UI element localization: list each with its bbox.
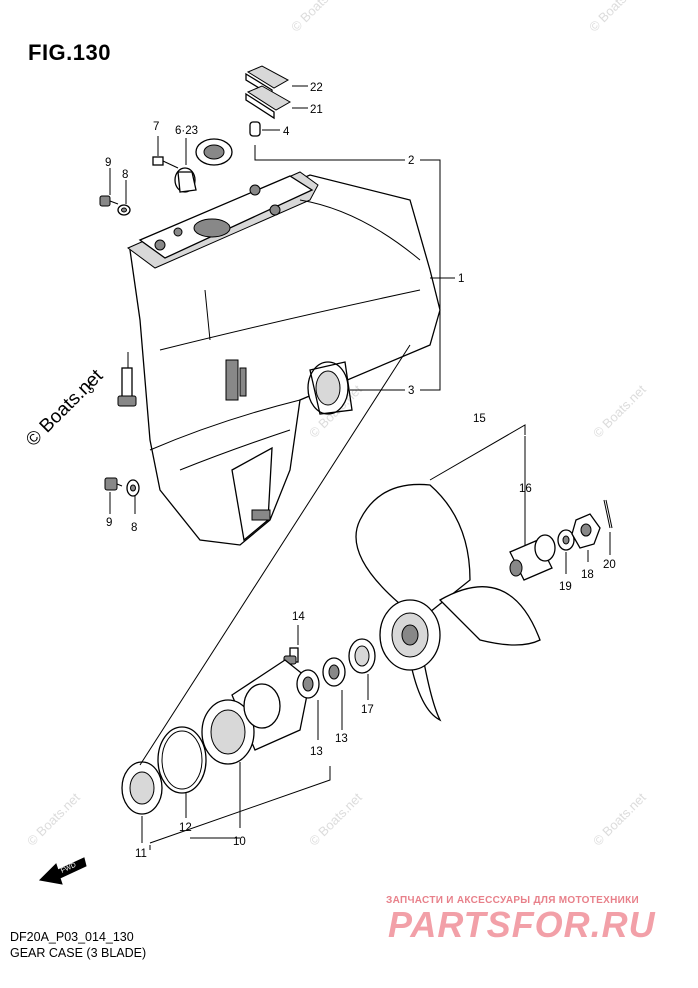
- callout-19: 19: [559, 581, 572, 593]
- callout-2: 2: [408, 155, 414, 167]
- callout-11: 11: [135, 848, 147, 860]
- callout-4: 4: [283, 126, 290, 138]
- lower-exploded-parts: [121, 638, 376, 815]
- callout-16: 16: [519, 483, 532, 495]
- parts-watermark-logo: PARTSFOR.RU: [388, 904, 656, 945]
- callout-6-23: 6·23: [175, 125, 198, 137]
- callout-10: 10: [233, 836, 246, 848]
- callout-8-bottom: 8: [131, 522, 137, 534]
- callout-18: 18: [581, 569, 594, 581]
- callout-9-bottom: 9: [106, 517, 112, 529]
- gear-case-housing: [127, 171, 441, 546]
- callout-7: 7: [153, 121, 159, 133]
- callout-12: 12: [179, 822, 192, 834]
- callout-13-left: 13: [310, 746, 323, 758]
- figure-title: FIG.130: [28, 40, 111, 65]
- callout-13-right: 13: [335, 733, 348, 745]
- top-small-parts: [99, 65, 353, 497]
- callout-labels: 22 21 4 2 1 3 7 6·23 9 8 5 9 8 15 16 19 …: [88, 82, 616, 860]
- callout-1: 1: [458, 273, 464, 285]
- callout-14: 14: [292, 611, 305, 623]
- callout-15: 15: [473, 413, 486, 425]
- fwd-arrow-icon: FWD: [38, 857, 87, 885]
- callout-9-top: 9: [105, 157, 111, 169]
- callout-8-top: 8: [122, 169, 128, 181]
- callout-17: 17: [361, 704, 374, 716]
- figure-code: DF20A_P03_014_130: [10, 930, 134, 944]
- leader-lines: [109, 85, 611, 850]
- figure-name: GEAR CASE (3 BLADE): [10, 946, 147, 960]
- parts-watermark-subtitle: ЗАПЧАСТИ И АКСЕССУАРЫ ДЛЯ МОТОТЕХНИКИ: [386, 895, 639, 906]
- callout-5: 5: [88, 384, 94, 396]
- propeller-hardware: [509, 499, 613, 581]
- callout-21: 21: [310, 104, 323, 116]
- callout-20: 20: [603, 559, 616, 571]
- callout-22: 22: [310, 82, 323, 94]
- propeller-3-blade: [355, 483, 541, 722]
- callout-3: 3: [408, 385, 414, 397]
